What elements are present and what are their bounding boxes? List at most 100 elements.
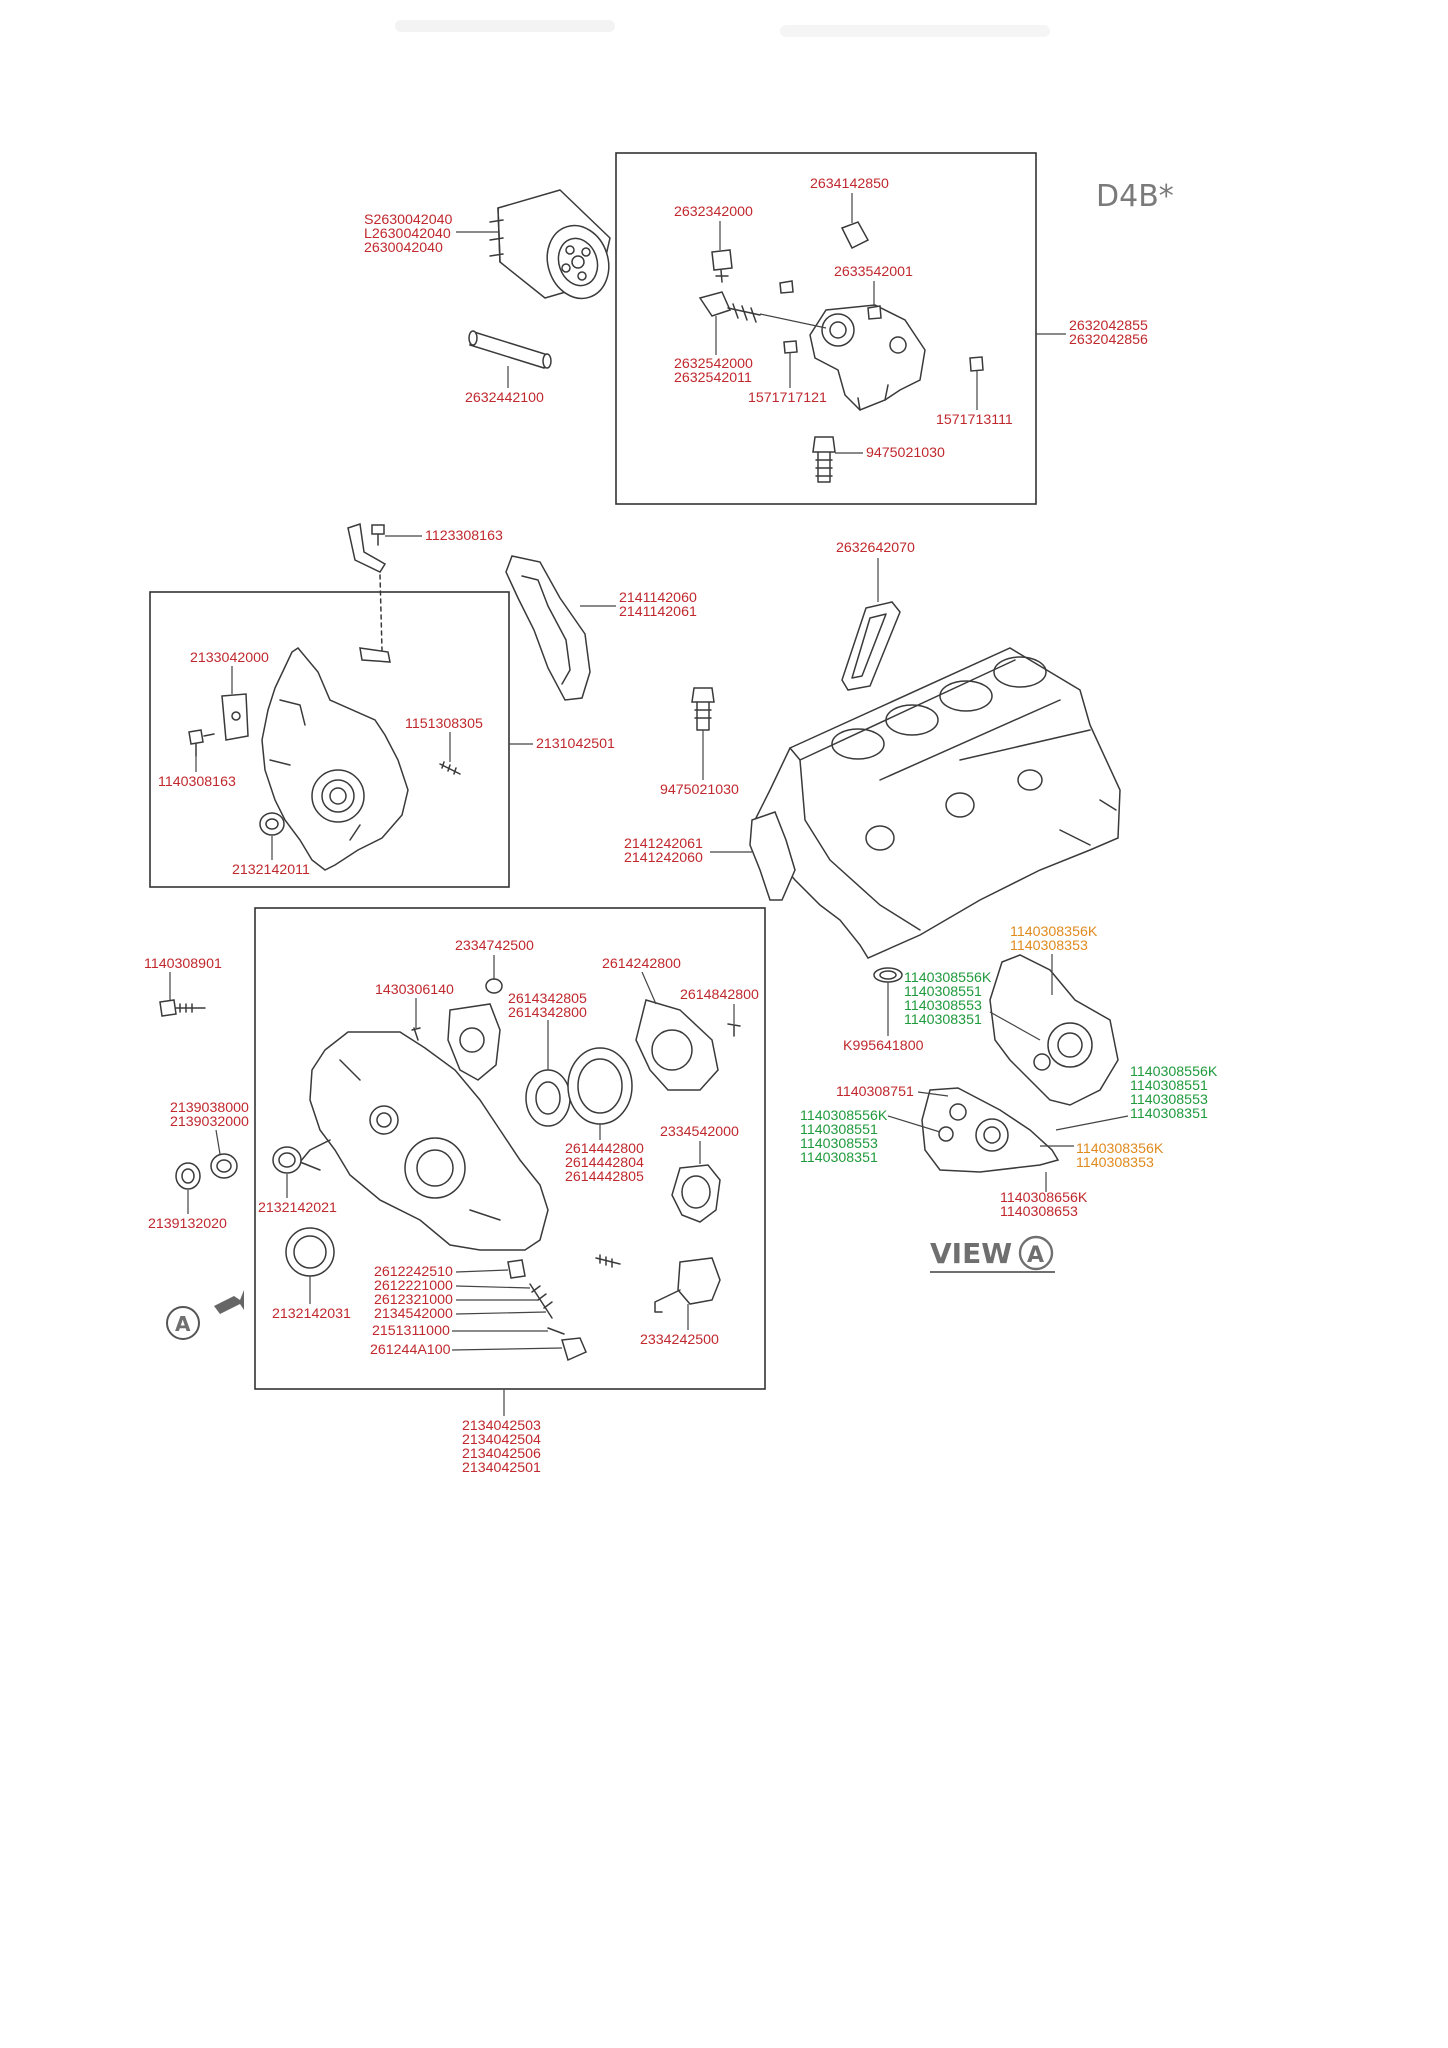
label-bracket-bolt: 1123308163 [425, 528, 503, 544]
cover-gasket-drawing [505, 555, 591, 701]
label-filter-nipple: 2632442100 [465, 390, 544, 406]
label-bracket-asm-0: 2632042855 [1069, 318, 1148, 334]
union-bolt-mid-drawing [691, 687, 715, 731]
label-view-orange-top-1: 1140308353 [1010, 938, 1088, 954]
gear-ring-drawing [567, 1047, 633, 1125]
union-bolt-top-drawing [812, 436, 836, 483]
label-view-green-top-3: 1140308351 [904, 1012, 982, 1028]
oring-drawing [873, 967, 903, 983]
label-gear-ring-1: 2614442804 [565, 1155, 644, 1171]
label-plug-small: 2633542001 [834, 264, 913, 280]
bolt-left-drawing [188, 729, 215, 757]
label-seal-front: 2132142011 [232, 862, 310, 878]
view-upper-case-drawing [989, 954, 1119, 1106]
label-relief-valve-0: 2632542000 [674, 356, 753, 372]
case-gasket-drawing [749, 811, 796, 901]
label-seal-2021: 2132142021 [258, 1200, 337, 1216]
svg-text:VIEW: VIEW [930, 1237, 1012, 1270]
oil-filter-drawing [489, 189, 611, 300]
front-case-drawing [299, 1031, 549, 1251]
label-long-bolt: 1140308901 [144, 956, 222, 972]
small-plugs-drawing [779, 280, 984, 372]
valve-set-drawing [507, 1259, 553, 1319]
label-view-green-left-0: 1140308556K [800, 1108, 888, 1124]
label-oil-filter-1: L2630042040 [364, 226, 451, 242]
front-case-frame [254, 907, 766, 1390]
label-union-bolt-top: 9475021030 [866, 445, 945, 461]
label-front-case-asm-3: 2134042501 [462, 1460, 541, 1476]
label-bolt-left: 1140308163 [158, 774, 236, 790]
label-case-gasket-1: 2141242060 [624, 850, 703, 866]
label-seal-pair-1: 2139032000 [170, 1114, 249, 1130]
screw-drawing [727, 1023, 741, 1037]
label-valve-set-1: 2612221000 [374, 1278, 453, 1294]
label-plug-b: 1571713111 [936, 412, 1013, 428]
cover-plate-drawing [635, 999, 719, 1091]
label-view-green-top-1: 1140308551 [904, 984, 982, 1000]
label-sprocket-a-0: 2614342805 [508, 991, 587, 1007]
label-gear-ring-0: 2614442800 [565, 1141, 644, 1157]
label-view-green-right-2: 1140308553 [1130, 1092, 1208, 1108]
oil-filter-group: S2630042040 L2630042040 2630042040 26324… [364, 152, 1174, 505]
label-bracket-asm-1: 2632042856 [1069, 332, 1148, 348]
view-lower-case-drawing [921, 1087, 1060, 1173]
label-front-case-asm-1: 2134042504 [462, 1432, 541, 1448]
label-driven-gear: 2334542000 [660, 1124, 739, 1140]
label-sensor-cap: 2634142850 [810, 176, 889, 192]
label-view-green-right-3: 1140308351 [1130, 1106, 1208, 1122]
label-valve-set-3: 2134542000 [374, 1306, 453, 1322]
label-view-bottom-0: 1140308656K [1000, 1190, 1088, 1206]
label-plug-a: 1571717121 [748, 390, 827, 406]
driven-gear-drawing [671, 1164, 721, 1223]
stud-bottom-drawing [595, 1254, 621, 1268]
cylinder-block-group: 2141142060 2141142061 2632642070 9475021… [505, 540, 1121, 959]
pressure-switch-drawing [711, 249, 733, 283]
long-bolt-drawing [159, 999, 206, 1017]
cooler-bracket-drawing [809, 304, 926, 411]
label-cover-plate: 2614242800 [602, 956, 681, 972]
cylinder-block-drawing [754, 647, 1121, 959]
engine-code: D4B* [1096, 179, 1174, 214]
label-stud: 1151308305 [405, 716, 483, 732]
relief-valve-drawing [698, 291, 827, 329]
label-view-orange-top-0: 1140308356K [1010, 924, 1098, 940]
label-cover-gasket-0: 2141142060 [619, 590, 697, 606]
label-oil-filter-2: 2630042040 [364, 240, 443, 256]
arrow-a-marker: A [175, 1312, 191, 1336]
filter-gasket-drawing [841, 601, 901, 691]
label-gear-ring-2: 2614442805 [565, 1169, 644, 1185]
timing-case-group: 1123308163 2133042000 1151308305 2131042… [149, 523, 615, 888]
label-view-green-right-0: 1140308556K [1130, 1064, 1218, 1080]
front-seal-drawing [259, 812, 285, 836]
label-view-green-top-0: 1140308556K [904, 970, 992, 986]
label-view-bottom-1: 1140308653 [1000, 1204, 1078, 1220]
label-screw: 2614842800 [680, 987, 759, 1003]
label-relief-valve-1: 2632542011 [674, 370, 752, 386]
label-oring: K995641800 [843, 1038, 924, 1054]
shaft-gear-drawing [654, 1257, 721, 1313]
label-shaft-gear: 2334242500 [640, 1332, 719, 1348]
upper-bracket-drawing [347, 523, 387, 651]
clip-drawing [547, 1327, 565, 1335]
label-bolt-751: 1140308751 [836, 1084, 914, 1100]
valve-plug-drawing [561, 1337, 587, 1362]
label-seal-pair-0: 2139038000 [170, 1100, 249, 1116]
label-front-case: 2131042501 [536, 736, 615, 752]
label-plug-round: 2139132020 [148, 1216, 227, 1232]
label-pin: 1430306140 [375, 982, 454, 998]
label-front-case-asm-2: 2134042506 [462, 1446, 541, 1462]
label-seal-2031: 2132142031 [272, 1306, 351, 1322]
label-oil-filter-0: S2630042040 [364, 212, 452, 228]
filter-nipple-drawing [468, 330, 552, 369]
label-case-gasket-0: 2141242061 [624, 836, 703, 852]
label-oil-pressure-switch: 2632342000 [674, 204, 753, 220]
pump-housing-drawing [447, 1003, 501, 1081]
label-front-case-asm-0: 2134042503 [462, 1418, 541, 1434]
label-cap-seal: 2334742500 [455, 938, 534, 954]
view-a-group: 1140308356K 1140308353 1140308556K 11403… [800, 924, 1218, 1273]
sensor-cap-drawing [840, 221, 870, 250]
label-filter-gasket: 2632642070 [836, 540, 915, 556]
timing-case-drawing [261, 647, 409, 871]
sprocket-a-drawing [525, 1069, 571, 1127]
